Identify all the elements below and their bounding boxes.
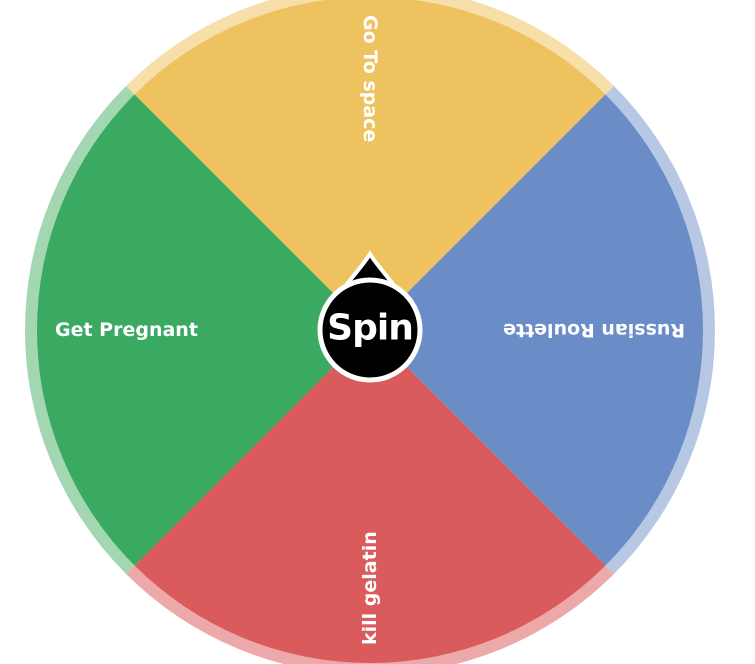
wheel-segment-get-pregnant bbox=[37, 94, 371, 566]
wheel-segment-russian-roulette bbox=[370, 94, 703, 566]
wheel-segment-label-get-pregnant: Get Pregnant bbox=[55, 319, 198, 341]
wheel-segment-go-to-space bbox=[134, 0, 606, 330]
wheel-segment-label-go-to-space: Go To space bbox=[359, 15, 381, 142]
wheel-segment-label-kill-gelatin: kill gelatin bbox=[359, 531, 381, 645]
wheel-segment-kill-gelatin bbox=[134, 330, 606, 663]
wheel-segment-label-russian-roulette: Russian Roulette bbox=[503, 319, 685, 341]
wheel-segments bbox=[37, 0, 703, 663]
spin-button-label: Spin bbox=[327, 308, 413, 349]
spin-button[interactable]: Spin bbox=[317, 250, 423, 383]
spin-button-ring bbox=[317, 277, 423, 383]
